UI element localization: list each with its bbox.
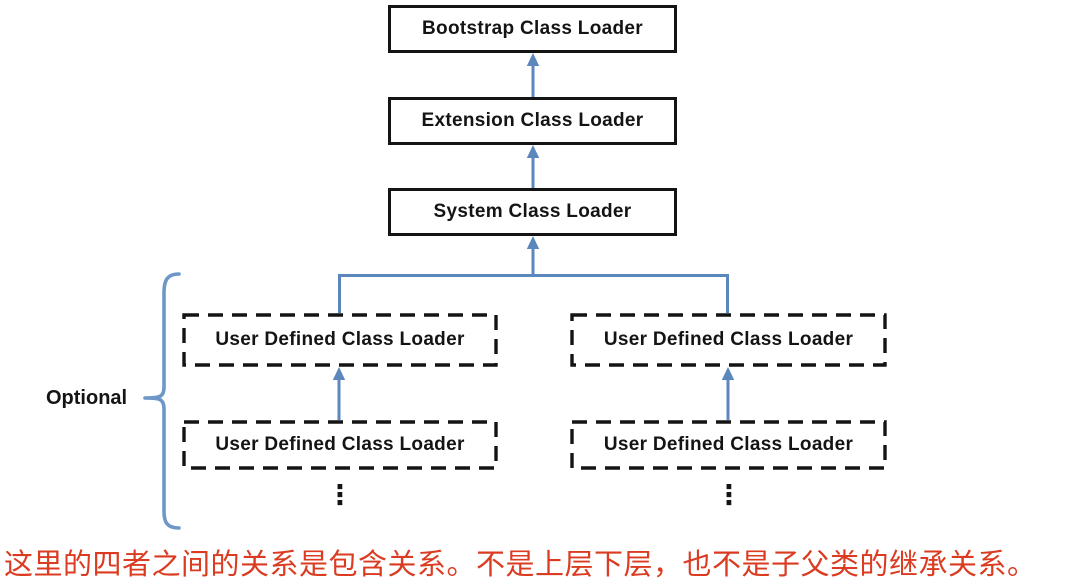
bootstrap-class-loader-label: Bootstrap Class Loader (422, 18, 643, 39)
bootstrap-class-loader-box: Bootstrap Class Loader (388, 5, 677, 53)
connector-left-drop-line (338, 274, 341, 318)
user-defined-class-loader-label: User Defined Class Loader (603, 434, 854, 455)
dashed-border (182, 313, 498, 367)
arrow-up-system-to-extension-icon (526, 145, 540, 188)
user-defined-class-loader-box-top-right: User Defined Class Loader (570, 313, 887, 367)
caption-text: 这里的四者之间的关系是包含关系。不是上层下层，也不是子父类的继承关系。 (4, 549, 1037, 581)
user-defined-class-loader-box-top-left: User Defined Class Loader (182, 313, 498, 367)
user-defined-class-loader-label: User Defined Class Loader (215, 434, 465, 455)
user-defined-class-loader-box-bottom-right: User Defined Class Loader (570, 420, 887, 470)
arrow-up-userdefined-to-system-icon (526, 236, 540, 277)
extension-class-loader-label: Extension Class Loader (421, 110, 644, 131)
connector-right-drop-line (726, 274, 729, 318)
dashed-border (570, 313, 887, 367)
vertical-ellipsis-left: ⋮ (326, 480, 354, 510)
optional-label: Optional (46, 387, 128, 409)
vertical-ellipsis-right: ⋮ (715, 480, 743, 510)
user-defined-class-loader-box-bottom-left: User Defined Class Loader (182, 420, 498, 470)
dashed-border (570, 420, 887, 470)
system-class-loader-box: System Class Loader (388, 188, 677, 236)
arrow-up-left-userdefined-icon (332, 367, 346, 420)
user-defined-class-loader-label: User Defined Class Loader (215, 329, 465, 350)
connector-horizontal-line (338, 274, 729, 277)
dashed-border (182, 420, 498, 470)
system-class-loader-label: System Class Loader (433, 201, 632, 222)
arrow-up-right-userdefined-icon (721, 367, 735, 420)
extension-class-loader-box: Extension Class Loader (388, 97, 677, 145)
curly-brace-left-icon (143, 272, 181, 530)
user-defined-class-loader-label: User Defined Class Loader (603, 329, 854, 350)
arrow-up-extension-to-bootstrap-icon (526, 53, 540, 97)
